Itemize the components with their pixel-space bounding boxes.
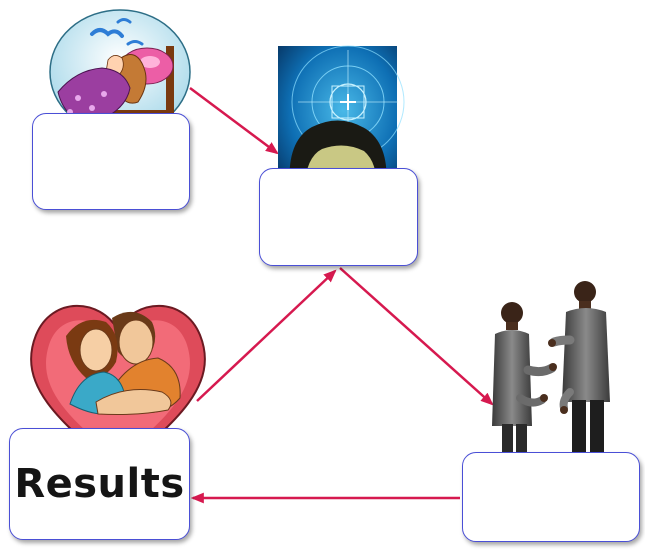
couple-in-heart-illustration (30, 304, 206, 472)
results-box: Results (9, 428, 190, 540)
focused-person-photo (278, 45, 405, 189)
arrow-results-to-focus (196, 269, 337, 402)
focus-box (259, 168, 418, 266)
two-people-talking-illustration (492, 281, 610, 452)
arrow-dream-to-focus (189, 86, 279, 155)
dream-box (32, 113, 190, 210)
arrow-focus-to-talk (339, 267, 494, 406)
results-box-label: Results (14, 461, 185, 507)
sleeping-woman-illustration (49, 9, 191, 135)
action-box (462, 452, 640, 542)
